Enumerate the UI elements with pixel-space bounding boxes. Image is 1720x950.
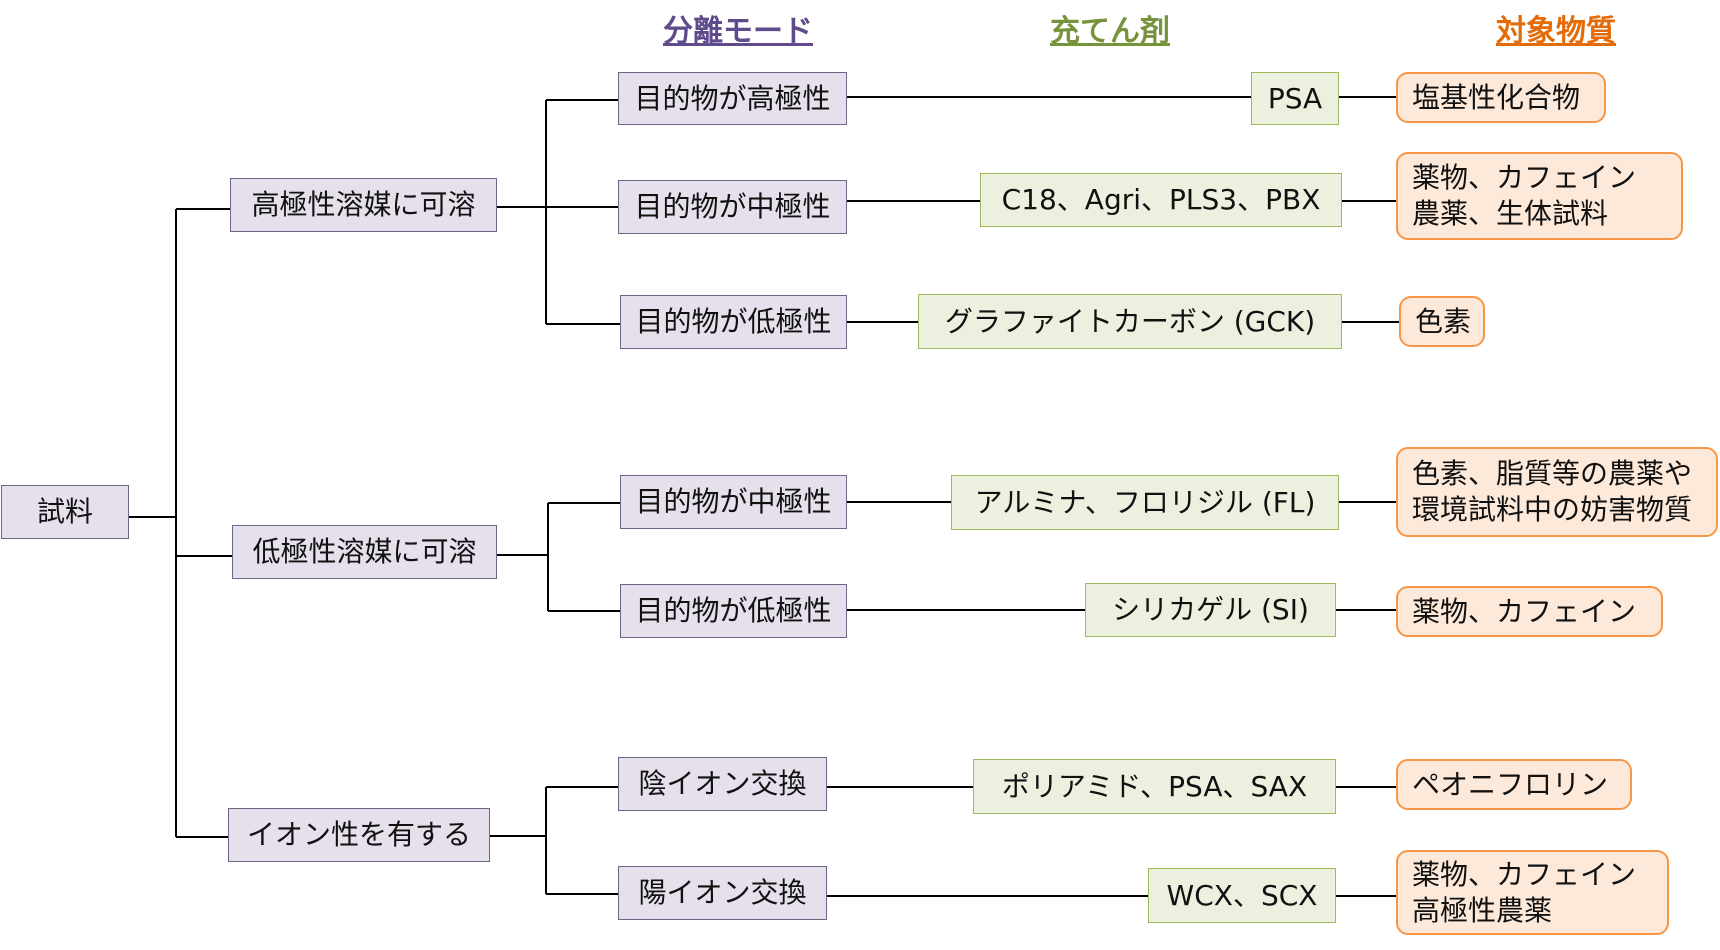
target-node-basic-compounds: 塩基性化合物 xyxy=(1396,72,1606,123)
target-line: 薬物、カフェイン xyxy=(1412,594,1637,628)
group-node-high-polar-solvent: 高極性溶媒に可溶 xyxy=(230,178,497,232)
mode-node-mid-polar: 目的物が中極性 xyxy=(620,475,847,529)
target-line: 薬物、カフェイン xyxy=(1412,161,1637,194)
header-target: 対象物質 xyxy=(1496,14,1616,49)
packing-node-graphite-carbon: グラファイトカーボン (GCK) xyxy=(918,294,1342,349)
packing-node-alumina-florisil: アルミナ、フロリジル (FL) xyxy=(951,475,1339,530)
target-line: 塩基性化合物 xyxy=(1412,80,1581,114)
group-node-ionic: イオン性を有する xyxy=(228,808,490,862)
mode-node-anion-exchange: 陰イオン交換 xyxy=(618,757,827,811)
root-node-sample: 試料 xyxy=(1,485,129,539)
target-line: ペオニフロリン xyxy=(1412,767,1609,801)
group-node-low-polar-solvent: 低極性溶媒に可溶 xyxy=(232,525,497,579)
packing-node-c18-agri-pls3-pbx: C18、Agri、PLS3、PBX xyxy=(980,173,1342,227)
target-line: 農薬、生体試料 xyxy=(1412,197,1609,230)
header-packing: 充てん剤 xyxy=(1050,14,1170,49)
target-line: 色素 xyxy=(1415,304,1472,338)
mode-node-cation-exchange: 陽イオン交換 xyxy=(618,866,827,920)
packing-node-wcx-scx: WCX、SCX xyxy=(1148,868,1336,923)
target-line: 環境試料中の妨害物質 xyxy=(1412,493,1693,526)
packing-node-silica-gel: シリカゲル (SI) xyxy=(1085,583,1336,637)
mode-node-mid-polar: 目的物が中極性 xyxy=(618,180,847,234)
mode-node-high-polar: 目的物が高極性 xyxy=(618,72,847,125)
target-line: 高極性農薬 xyxy=(1412,893,1553,927)
target-node-interfering-substances: 色素、脂質等の農薬や 環境試料中の妨害物質 xyxy=(1396,447,1718,537)
target-node-drugs-high-polar-pesticides: 薬物、カフェイン 高極性農薬 xyxy=(1396,850,1669,935)
mode-node-low-polar: 目的物が低極性 xyxy=(620,295,847,349)
header-separation-mode: 分離モード xyxy=(663,14,813,49)
target-node-pigments: 色素 xyxy=(1399,296,1485,347)
packing-node-polyamide-psa-sax: ポリアミド、PSA、SAX xyxy=(973,759,1336,814)
packing-node-psa: PSA xyxy=(1251,72,1339,125)
target-line: 色素、脂質等の農薬や xyxy=(1412,457,1693,490)
target-node-paeoniflorin: ペオニフロリン xyxy=(1396,759,1632,810)
target-node-drugs-caffeine-pesticides: 薬物、カフェイン 農薬、生体試料 xyxy=(1396,152,1683,240)
target-line: 薬物、カフェイン xyxy=(1412,857,1637,891)
target-node-drugs-caffeine: 薬物、カフェイン xyxy=(1396,586,1663,637)
mode-node-low-polar: 目的物が低極性 xyxy=(620,584,847,638)
